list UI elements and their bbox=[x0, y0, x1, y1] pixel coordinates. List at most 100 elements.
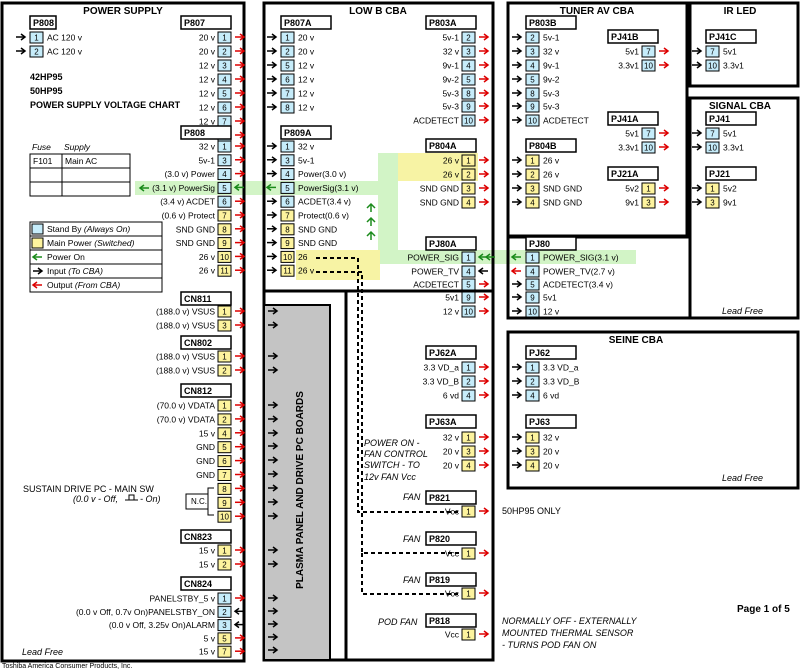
pin-box bbox=[217, 399, 232, 412]
signal-arrow bbox=[267, 197, 278, 205]
pin-number: 6 bbox=[285, 198, 290, 207]
signal-arrow bbox=[235, 560, 246, 568]
connector-name: P807 bbox=[184, 18, 205, 28]
pin-number: 9 bbox=[466, 294, 471, 303]
pin-label: 5v1 bbox=[543, 293, 557, 303]
switch-symbol bbox=[125, 494, 138, 501]
pin-box bbox=[525, 389, 540, 402]
connector-name: P821 bbox=[429, 493, 450, 503]
pin-number: 3 bbox=[530, 48, 535, 57]
pin-number: 1 bbox=[466, 254, 471, 263]
signal-arrow bbox=[659, 143, 670, 151]
pin-box bbox=[461, 291, 476, 304]
pin-box bbox=[217, 181, 232, 194]
signal-arrow bbox=[692, 47, 703, 55]
pin-label: 26 v bbox=[298, 266, 315, 276]
pin-number: 4 bbox=[530, 62, 535, 71]
pin-box bbox=[217, 237, 232, 250]
pin-box bbox=[280, 101, 295, 114]
pin-number: 3 bbox=[466, 448, 471, 457]
supply-header: Supply bbox=[64, 142, 91, 152]
pin-number: 3 bbox=[222, 156, 227, 165]
pin-box bbox=[461, 168, 476, 181]
pin-number: 3 bbox=[222, 62, 227, 71]
pin-box bbox=[217, 510, 232, 523]
pin-number: 6 bbox=[285, 76, 290, 85]
pin-number: 3 bbox=[222, 322, 227, 331]
connector-header bbox=[607, 29, 659, 44]
signal-arrow bbox=[267, 61, 278, 69]
pin-box bbox=[461, 445, 476, 458]
signal-arrow bbox=[235, 307, 246, 315]
pin-number: 1 bbox=[222, 547, 227, 556]
pin-label: SND GND bbox=[176, 224, 215, 234]
pin-label: 5 v bbox=[204, 633, 216, 643]
signal-arrow bbox=[267, 142, 278, 150]
pin-number: 5 bbox=[466, 281, 471, 290]
signal-arrow bbox=[235, 170, 246, 178]
pin-label: POWER_SIG bbox=[408, 253, 459, 263]
pin-number: 4 bbox=[222, 429, 227, 438]
pin-label: 5v1 bbox=[445, 293, 459, 303]
pin-label: SND GND bbox=[420, 184, 459, 194]
signal-arrow bbox=[659, 47, 670, 55]
signal-arrow bbox=[479, 293, 490, 301]
pin-number: 3 bbox=[466, 185, 471, 194]
connector-name: CN823 bbox=[184, 532, 212, 542]
signal-arrow bbox=[479, 156, 490, 164]
connector-header bbox=[525, 236, 577, 251]
pin-number: 6 bbox=[222, 198, 227, 207]
connector-header bbox=[180, 576, 232, 591]
pin-number: 1 bbox=[530, 157, 535, 166]
pin-number: 2 bbox=[34, 48, 39, 57]
signal-arrow bbox=[512, 447, 523, 455]
connector-header bbox=[180, 529, 232, 544]
pin-number: 5 bbox=[530, 281, 535, 290]
pin-label: (0.0 v Off, 3.25v On)ALARM bbox=[109, 620, 215, 630]
pin-number: 5 bbox=[285, 62, 290, 71]
pin-box bbox=[217, 632, 232, 645]
connector-name: PJ63A bbox=[429, 417, 457, 427]
signal-arrow bbox=[479, 391, 490, 399]
connector-header bbox=[705, 111, 757, 126]
signal-arrow bbox=[512, 293, 523, 301]
pin-box bbox=[280, 154, 295, 167]
pin-number: 1 bbox=[530, 254, 535, 263]
fan-label-p819: FAN bbox=[403, 575, 421, 585]
plasma-arrow bbox=[268, 442, 279, 450]
pin-box bbox=[280, 140, 295, 153]
pin-box bbox=[280, 237, 295, 250]
signal-arrow bbox=[479, 198, 490, 206]
pin-number: 1 bbox=[222, 595, 227, 604]
chart-title: POWER SUPPLY VOLTAGE CHART bbox=[30, 100, 181, 110]
pin-box bbox=[525, 182, 540, 195]
pin-box bbox=[525, 73, 540, 86]
signal-arrow bbox=[479, 630, 490, 638]
fuse-cell: F101 bbox=[33, 156, 53, 166]
plasma-arrow bbox=[268, 646, 279, 654]
signal-arrow bbox=[512, 198, 523, 206]
pin-number: 7 bbox=[222, 118, 227, 127]
signal-arrow bbox=[235, 484, 246, 492]
plasma-panel-block bbox=[263, 304, 331, 661]
pin-label: (3.0 v) Power bbox=[164, 169, 215, 179]
signal-arrow bbox=[235, 103, 246, 111]
pin-box bbox=[217, 413, 232, 426]
pin-number: 10 bbox=[644, 144, 653, 153]
connector-header bbox=[607, 166, 659, 181]
pin-box bbox=[217, 619, 232, 632]
pin-number: 4 bbox=[530, 462, 535, 471]
connector-name: P818 bbox=[429, 616, 450, 626]
pin-number: 4 bbox=[466, 268, 471, 277]
pin-label: 3.3 VD_a bbox=[543, 363, 579, 373]
sustain-label: SUSTAIN DRIVE PC - MAIN SW bbox=[23, 484, 154, 494]
signal-arrow bbox=[512, 363, 523, 371]
connector-header bbox=[425, 414, 477, 429]
pin-box bbox=[217, 558, 232, 571]
pin-number: 10 bbox=[708, 144, 717, 153]
pin-label: 12 v bbox=[543, 307, 560, 317]
pin-box bbox=[525, 59, 540, 72]
